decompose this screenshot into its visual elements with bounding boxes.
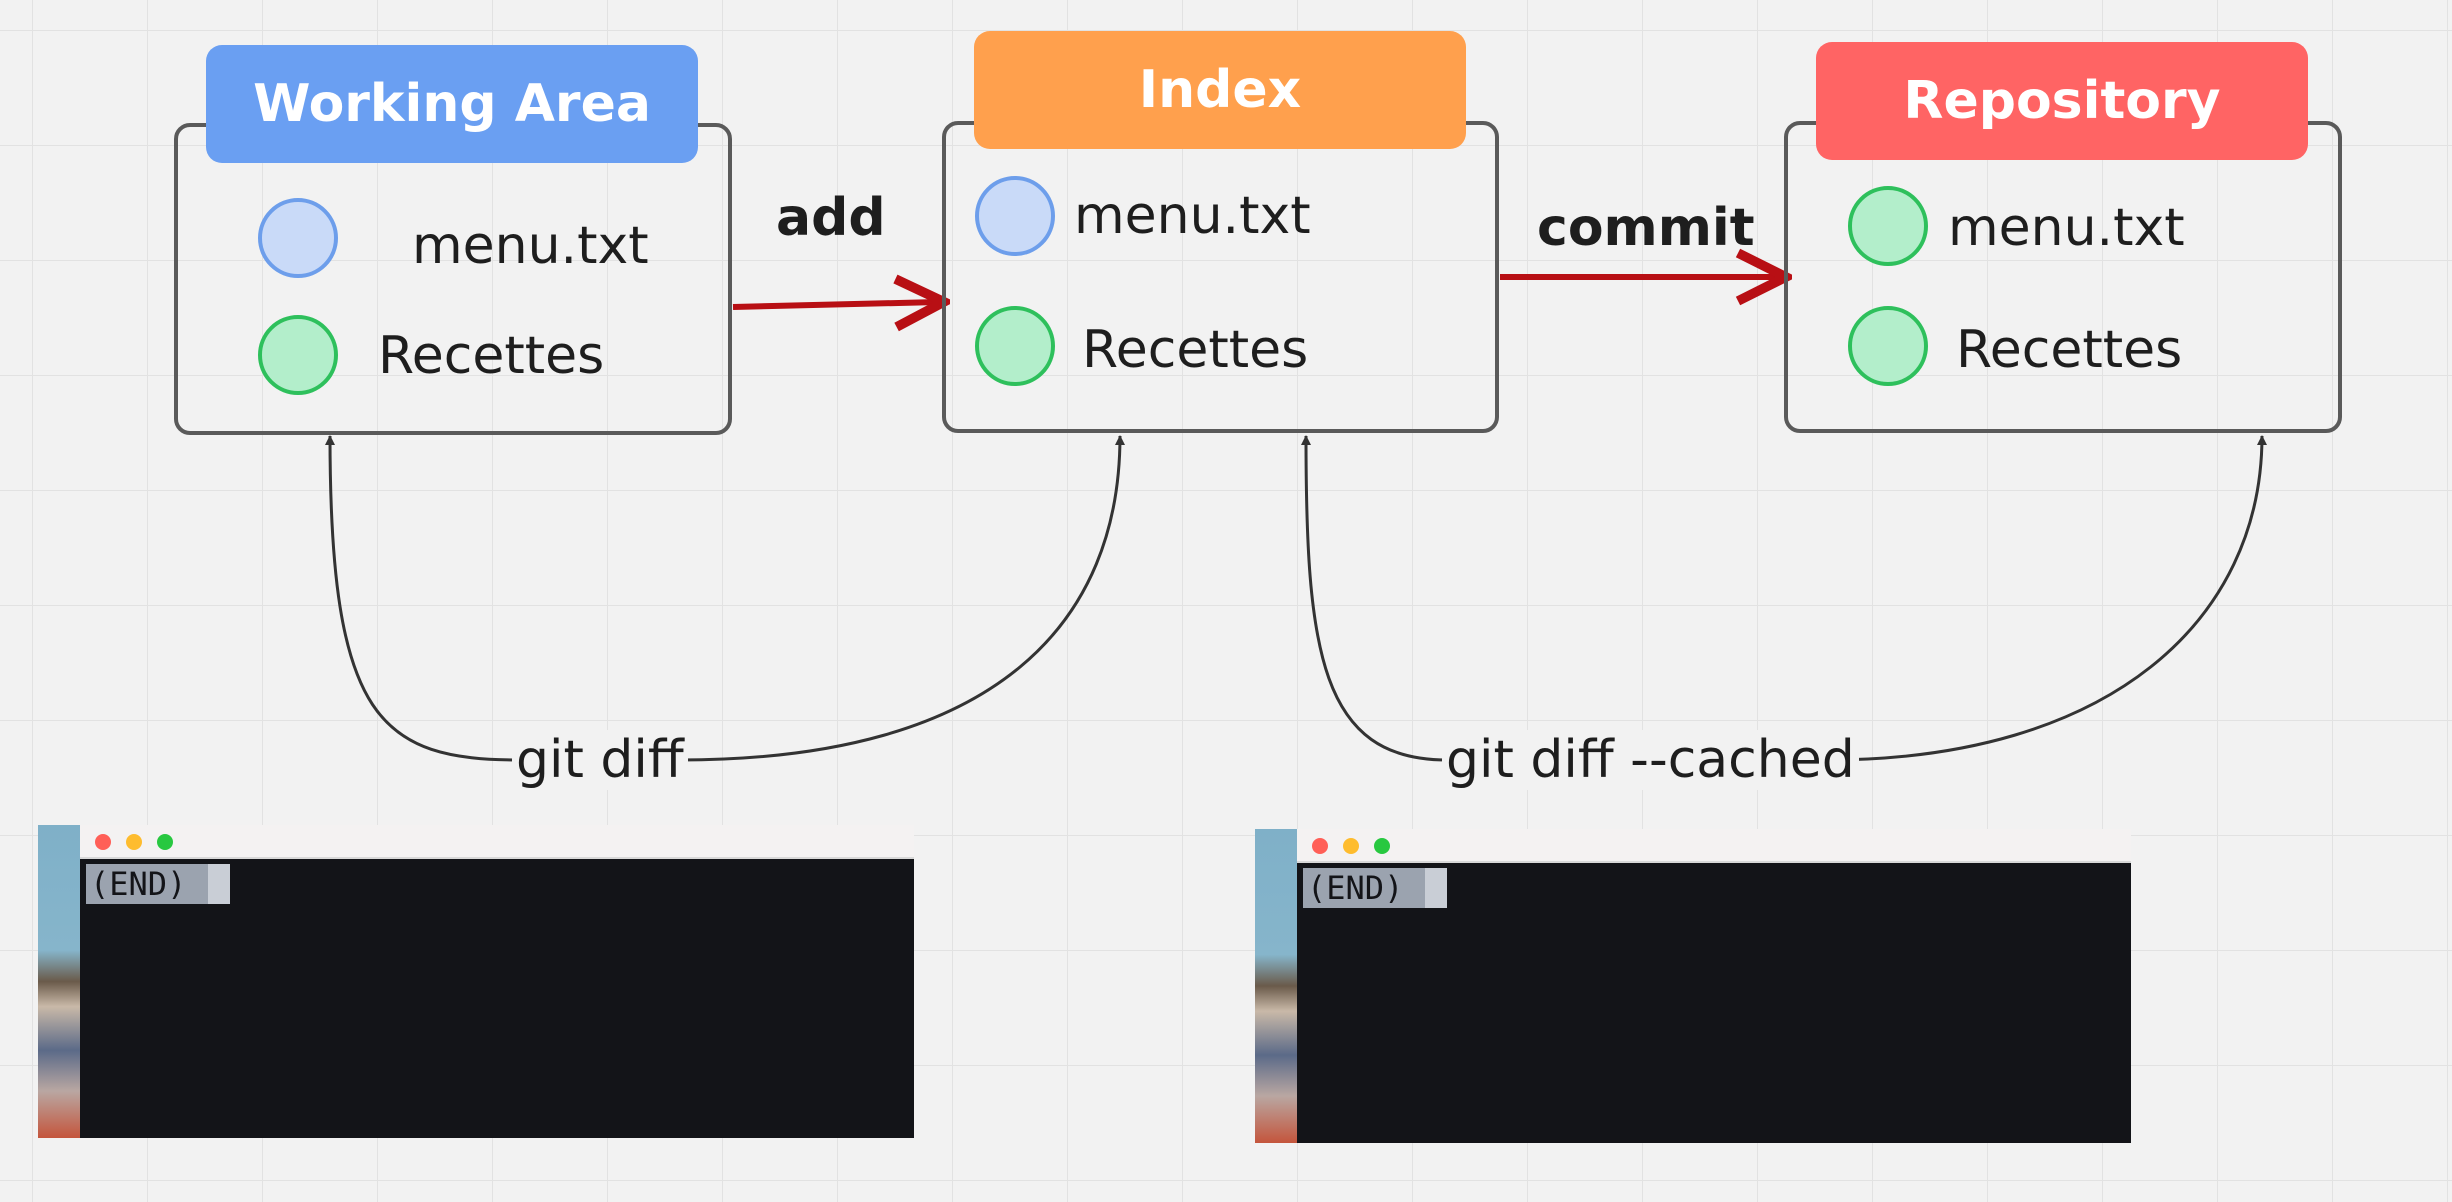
terminal-window-git-diff[interactable]: (END): [38, 825, 914, 1138]
terminal-title-bar[interactable]: [1297, 829, 2131, 863]
terminal-cursor: [208, 864, 230, 904]
terminal-output[interactable]: (END): [1297, 863, 2131, 1143]
minimize-window-button[interactable]: [126, 834, 142, 850]
git-diff-connector: [325, 435, 521, 762]
git-diff-connector-right: [679, 435, 1125, 762]
desktop-wallpaper: [1255, 829, 1297, 1143]
working-area-box[interactable]: [174, 123, 732, 435]
pager-end-marker: (END): [86, 864, 208, 904]
index-box[interactable]: [942, 121, 1499, 433]
repository-header: Repository: [1816, 42, 2308, 160]
repository-recettes-file-label: Recettes: [1956, 320, 2183, 380]
terminal-title-bar[interactable]: [80, 825, 914, 859]
index-menu-file-label: menu.txt: [1074, 186, 1311, 246]
pager-end-marker: (END): [1303, 868, 1425, 908]
repository-box[interactable]: [1784, 121, 2342, 433]
git-diff-label: git diff: [512, 730, 688, 790]
working-area-header: Working Area: [206, 45, 698, 163]
maximize-window-button[interactable]: [1374, 838, 1390, 854]
working-recettes-file-label: Recettes: [378, 326, 605, 386]
minimize-window-button[interactable]: [1343, 838, 1359, 854]
working-recettes-file-icon: [258, 315, 338, 395]
git-diff-cached-connector-right: [1826, 435, 2267, 762]
close-window-button[interactable]: [95, 834, 111, 850]
terminal-output[interactable]: (END): [80, 859, 914, 1138]
add-label: add: [776, 188, 886, 248]
index-recettes-file-label: Recettes: [1082, 320, 1309, 380]
index-header: Index: [974, 31, 1466, 149]
add-arrow: [732, 302, 938, 307]
repository-menu-file-label: menu.txt: [1948, 198, 2185, 258]
commit-label: commit: [1537, 198, 1755, 258]
index-recettes-file-icon: [975, 306, 1055, 386]
terminal-cursor: [1425, 868, 1447, 908]
desktop-wallpaper: [38, 825, 80, 1138]
maximize-window-button[interactable]: [157, 834, 173, 850]
working-menu-file-label: menu.txt: [412, 216, 649, 276]
close-window-button[interactable]: [1312, 838, 1328, 854]
working-menu-file-icon: [258, 198, 338, 278]
index-menu-file-icon: [975, 176, 1055, 256]
repository-recettes-file-icon: [1848, 306, 1928, 386]
git-diff-cached-connector: [1301, 435, 1448, 762]
git-diff-cached-label: git diff --cached: [1442, 730, 1859, 790]
repository-menu-file-icon: [1848, 186, 1928, 266]
terminal-window-git-diff-cached[interactable]: (END): [1255, 829, 2131, 1143]
